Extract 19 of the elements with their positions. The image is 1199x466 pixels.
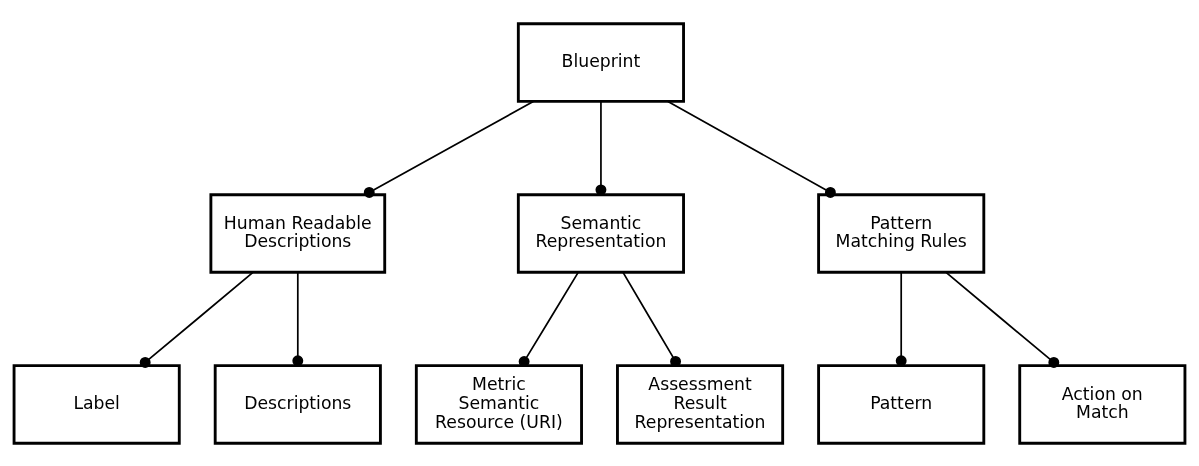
node-box: Pattern Matching Rules: [817, 192, 986, 274]
connector: [945, 271, 1060, 368]
node-box: Human Readable Descriptions: [209, 192, 387, 274]
connector: [139, 271, 254, 368]
connector: [292, 271, 304, 366]
node-box: Semantic Representation: [516, 192, 685, 274]
connector: [595, 100, 607, 195]
connector: [667, 100, 836, 198]
connector: [622, 271, 681, 367]
node-box: Descriptions: [213, 363, 382, 445]
connector: [518, 271, 579, 367]
connector: [363, 100, 535, 198]
node-box: Assessment Result Representation: [616, 363, 785, 445]
node-box: Blueprint: [516, 21, 685, 103]
node-box: Action on Match: [1018, 363, 1187, 445]
node-box: Pattern: [817, 363, 986, 445]
connector: [895, 271, 907, 366]
node-box: Metric Semantic Resource (URI): [414, 363, 583, 445]
node-box: Label: [12, 363, 181, 445]
